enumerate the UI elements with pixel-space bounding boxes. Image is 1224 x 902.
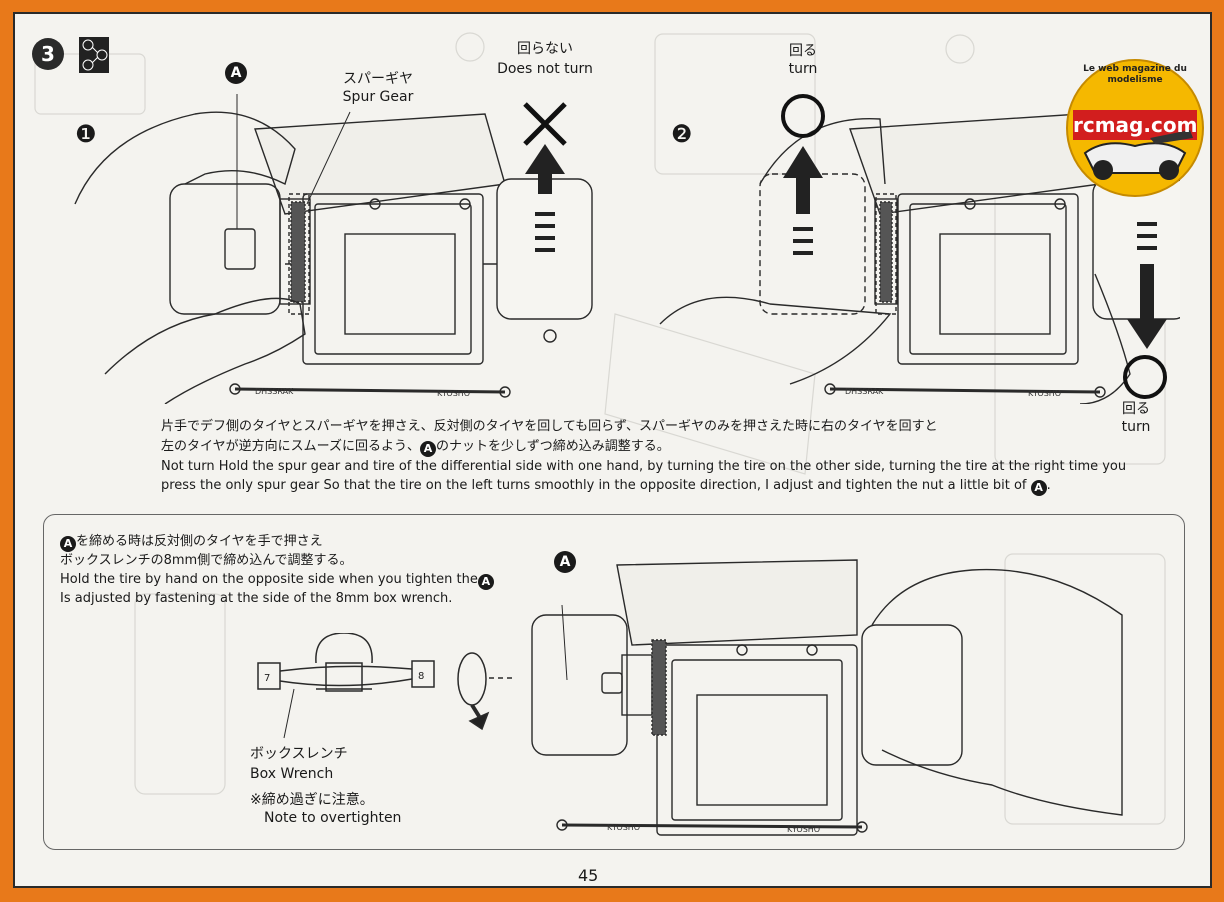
turn-top-label-jp: 回る [789, 43, 817, 59]
rcmag-brand-text: rcmag.com [1073, 113, 1198, 137]
box-wrench-illustration: 7 8 [257, 633, 514, 739]
marker-a-bottom: A [554, 551, 576, 573]
instruction-en-line-2-text: press the only spur gear So that the tir… [161, 478, 1027, 493]
illustration-tip: KYOSHO KYOSHO [531, 559, 1123, 836]
marker-a-inline-en: A [1030, 480, 1047, 496]
instruction-en-line-2: press the only spur gear So that the tir… [161, 478, 1051, 496]
instruction-en-line-1: Not turn Hold the spur gear and tire of … [161, 459, 1127, 474]
instruction-jp-line-1: 片手でデフ側のタイヤとスパーギヤを押さえ、反対側のタイヤを回しても回らず、スパー… [161, 419, 938, 434]
substep-2-badge: ❷ [671, 120, 693, 148]
box-wrench-label-en: Box Wrench [250, 766, 334, 782]
overtighten-note-en: Note to overtighten [264, 810, 402, 826]
illustration-panel-2: DHSSRAK KYOSHO [659, 94, 1180, 404]
turn-bottom-label-jp: 回る [1122, 401, 1150, 417]
turn-bottom-label-en: turn [1121, 419, 1151, 435]
svg-text:DHSSRAK: DHSSRAK [255, 387, 294, 396]
rcmag-logo-icon [1066, 59, 1204, 197]
tip-en-line-2: Is adjusted by fastening at the side of … [60, 591, 453, 606]
svg-text:KYOSHO: KYOSHO [437, 389, 470, 398]
manual-page: 3 ❶ ❷ A スパーギヤ Spur Gear 回らない Does not tu… [13, 12, 1212, 888]
spur-gear-label-en: Spur Gear [342, 89, 414, 105]
spur-gear-label-jp: スパーギヤ [343, 71, 413, 87]
does-not-turn-label-jp: 回らない [517, 41, 573, 57]
svg-text:KYOSHO: KYOSHO [1028, 389, 1061, 398]
svg-text:KYOSHO: KYOSHO [787, 825, 820, 834]
instruction-jp-line-2-a: 左のタイヤが逆方向にスムーズに回るよう、 [161, 439, 420, 454]
step-number-badge: 3 [32, 38, 64, 70]
tip-jp-line-2: ボックスレンチの8mm側で締め込んで調整する。 [60, 553, 353, 568]
box-wrench-label-jp: ボックスレンチ [250, 746, 348, 762]
illustration-panel-1: DHSSRAK KYOSHO [74, 94, 593, 404]
marker-a-top: A [225, 62, 247, 84]
sub-steps-icon [79, 37, 109, 73]
marker-a-tip-en: A [477, 574, 494, 590]
tip-jp-line-1-text: を締める時は反対側のタイヤを手で押さえ [76, 534, 323, 549]
svg-text:DHSSRAK: DHSSRAK [845, 387, 884, 396]
marker-a-inline-jp: A [419, 441, 436, 457]
turn-top-label-en: turn [788, 61, 818, 77]
page-number: 45 [578, 866, 599, 885]
substep-1-badge: ❶ [75, 120, 97, 148]
marker-a-tip-jp: A [60, 536, 76, 552]
rcmag-watermark: rcmag.com Le web magazine du modelisme [1065, 58, 1205, 198]
rcmag-tagline: Le web magazine du modelisme [1083, 64, 1187, 85]
overtighten-note-jp: ※締め過ぎに注意。 [250, 792, 374, 808]
wrench-size-8: 8 [418, 671, 424, 682]
tip-en-line-1-text: Hold the tire by hand on the opposite si… [60, 572, 478, 587]
wrench-size-7: 7 [264, 673, 270, 684]
tip-en-line-1: Hold the tire by hand on the opposite si… [60, 571, 494, 590]
instruction-jp-line-2-b: のナットを少しずつ締め込み調整する。 [435, 439, 670, 454]
does-not-turn-label-en: Does not turn [497, 61, 593, 77]
svg-text:KYOSHO: KYOSHO [607, 823, 640, 832]
